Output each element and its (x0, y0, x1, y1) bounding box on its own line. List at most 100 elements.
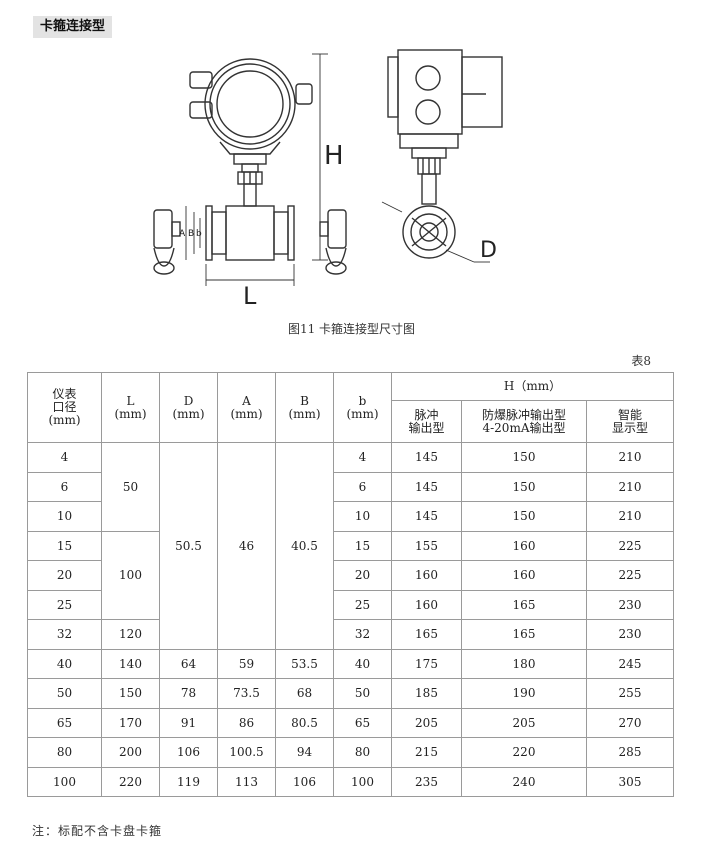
dimension-drawing: H L D A B b (153, 49, 503, 310)
table-row: 65 170 91 86 80.5 65 205 205 270 (27, 707, 675, 738)
cell-L: 150 (101, 678, 160, 709)
cell-A: 59 (217, 648, 276, 679)
dim-label-b: b (196, 229, 202, 239)
cell-b: 32 (333, 619, 392, 650)
cell-b: 25 (333, 589, 392, 620)
table-row: 50 150 78 73.5 68 50 185 190 255 (27, 678, 675, 709)
cell-b: 100 (333, 766, 392, 797)
dim-label-H: H (324, 141, 344, 171)
cell-L: 100 (101, 530, 160, 620)
cell-h-display: 245 (585, 648, 675, 679)
cell-D: 91 (159, 707, 218, 738)
cell-D: 78 (159, 678, 218, 709)
cell-b: 10 (333, 501, 392, 532)
cell-h-ex: 165 (461, 589, 587, 620)
cell-b: 40 (333, 648, 392, 679)
table-row: 15 100 15 155 160 225 (27, 530, 675, 620)
header-caliber: 仪表 口径 (mm) (27, 372, 102, 443)
cell-h-ex: 220 (461, 737, 587, 768)
cell-dn: 15 (27, 530, 102, 561)
header-B: B (mm) (275, 372, 334, 443)
table-row: 80 200 106 100.5 94 80 215 220 285 (27, 737, 675, 768)
cell-h-pulse: 165 (391, 619, 462, 650)
header-b: b (mm) (333, 372, 392, 443)
section-title: 卡箍连接型 (33, 16, 113, 38)
cell-h-display: 305 (585, 766, 675, 797)
cell-A: 113 (217, 766, 276, 797)
cell-h-ex: 160 (461, 530, 587, 561)
cell-A: 46 (217, 442, 276, 650)
cell-h-pulse: 185 (391, 678, 462, 709)
cell-h-display: 285 (585, 737, 675, 768)
cell-h-pulse: 160 (391, 589, 462, 620)
dimension-table: 仪表 口径 (mm) L (mm) D (mm) A (mm) B (mm) b… (27, 372, 675, 797)
cell-h-display: 210 (585, 471, 675, 502)
footnote: 注：标配不含卡盘卡箍 (32, 824, 163, 838)
cell-A: 73.5 (217, 678, 276, 709)
cell-dn: 65 (27, 707, 102, 738)
cell-dn: 50 (27, 678, 102, 709)
cell-L: 120 (101, 619, 160, 650)
cell-h-ex: 160 (461, 560, 587, 591)
side-view (387, 49, 503, 259)
cell-h-pulse: 145 (391, 442, 462, 473)
cell-dn: 100 (27, 766, 102, 797)
cell-h-display: 255 (585, 678, 675, 709)
cell-b: 20 (333, 560, 392, 591)
cell-h-display: 210 (585, 501, 675, 532)
header-H-display: 智能 显示型 (585, 400, 675, 443)
header-D: D (mm) (159, 372, 218, 443)
cell-h-pulse: 155 (391, 530, 462, 561)
cell-B: 40.5 (275, 442, 334, 650)
cell-h-pulse: 145 (391, 501, 462, 532)
cell-B: 53.5 (275, 648, 334, 679)
header-caliber-line2: 口径 (52, 400, 77, 414)
header-A: A (mm) (217, 372, 276, 443)
header-caliber-line3: (mm) (48, 413, 81, 427)
dim-label-L: L (243, 282, 257, 310)
cell-L: 50 (101, 442, 160, 532)
cell-h-ex: 150 (461, 501, 587, 532)
cell-h-display: 230 (585, 619, 675, 650)
dim-label-D: D (480, 238, 497, 263)
cell-h-ex: 150 (461, 442, 587, 473)
cell-D: 50.5 (159, 442, 218, 650)
cell-h-pulse: 215 (391, 737, 462, 768)
table-row: 10 10 145 150 210 (27, 501, 675, 532)
header-L: L (mm) (101, 372, 160, 443)
header-caliber-line1: 仪表 (52, 387, 77, 401)
cell-B: 94 (275, 737, 334, 768)
header-H-pulse: 脉冲 输出型 (391, 400, 462, 443)
cell-D: 119 (159, 766, 218, 797)
table-row: 32 120 32 165 165 230 (27, 619, 675, 650)
cell-h-pulse: 175 (391, 648, 462, 679)
cell-b: 50 (333, 678, 392, 709)
cell-b: 80 (333, 737, 392, 768)
table-number: 表8 (631, 354, 651, 368)
cell-h-display: 230 (585, 589, 675, 620)
cell-h-ex: 150 (461, 471, 587, 502)
table-row: 20 20 160 160 225 (27, 560, 675, 591)
cell-h-ex: 180 (461, 648, 587, 679)
cell-D: 106 (159, 737, 218, 768)
cell-b: 6 (333, 471, 392, 502)
cell-b: 4 (333, 442, 392, 473)
cell-dn: 32 (27, 619, 102, 650)
cell-h-ex: 165 (461, 619, 587, 650)
cell-dn: 20 (27, 560, 102, 591)
cell-h-pulse: 205 (391, 707, 462, 738)
cell-L: 200 (101, 737, 160, 768)
cell-b: 15 (333, 530, 392, 561)
header-H-group: H（mm） (390, 372, 675, 401)
table-row: 6 6 145 150 210 (27, 471, 675, 502)
cell-L: 170 (101, 707, 160, 738)
table-row: 40 140 64 59 53.5 40 175 180 245 (27, 648, 675, 679)
cell-h-display: 225 (585, 560, 675, 591)
cell-dn: 6 (27, 471, 102, 502)
cell-h-ex: 190 (461, 678, 587, 709)
cell-A: 86 (217, 707, 276, 738)
cell-L: 140 (101, 648, 160, 679)
cell-dn: 40 (27, 648, 102, 679)
front-view (153, 58, 347, 275)
cell-h-pulse: 160 (391, 560, 462, 591)
